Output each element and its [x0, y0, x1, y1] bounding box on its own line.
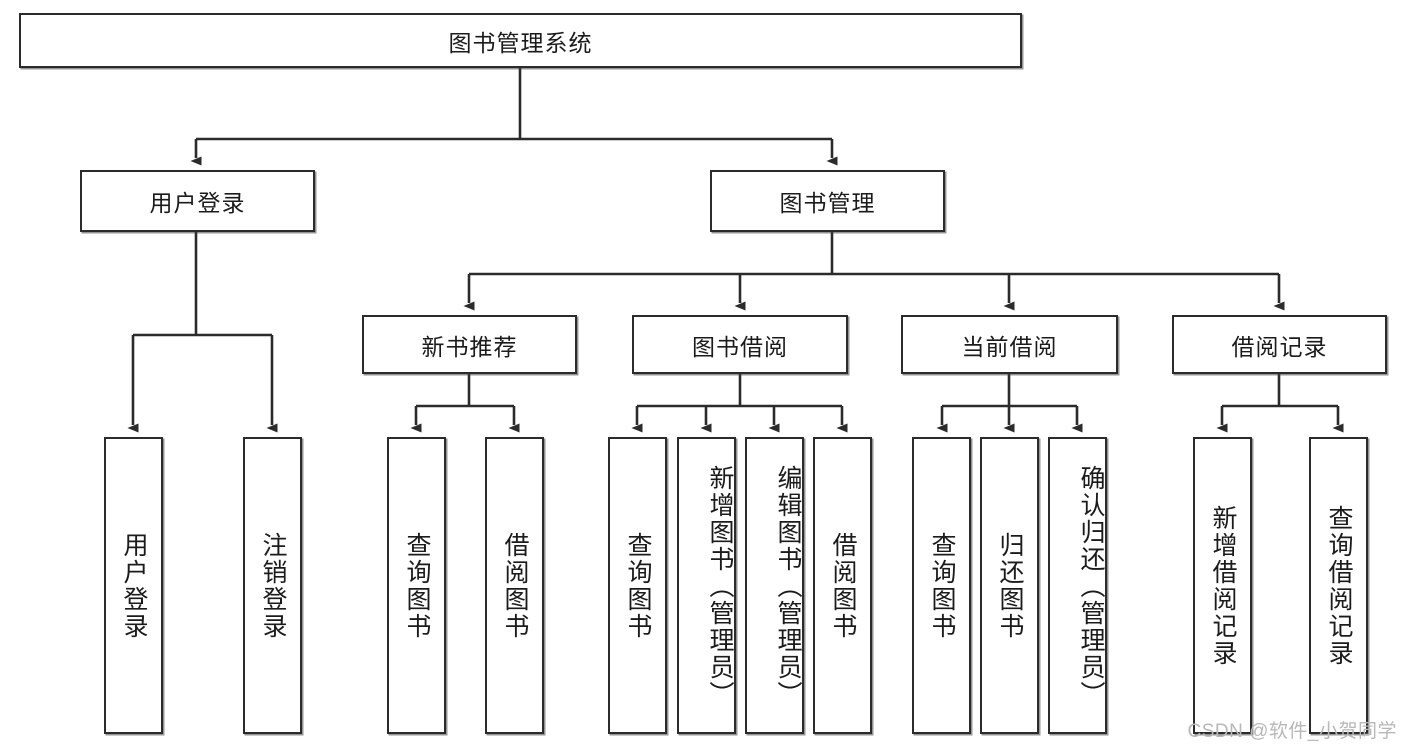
node-label: 注销登录: [259, 531, 287, 640]
node-new-book-recommend[interactable]: 新书推荐: [362, 315, 577, 374]
leaf-edit-book-admin[interactable]: 编辑图书（管理员）: [745, 437, 804, 734]
leaf-logout-login[interactable]: 注销登录: [243, 437, 302, 734]
leaf-user-login[interactable]: 用户登录: [104, 437, 163, 734]
node-label: 图书管理系统: [448, 29, 593, 56]
leaf-query-borrow-record[interactable]: 查询借阅记录: [1309, 437, 1368, 734]
leaf-return-book[interactable]: 归还图书: [980, 437, 1039, 734]
node-label: 当前借阅: [961, 333, 1058, 360]
node-book-borrow[interactable]: 图书借阅: [632, 315, 848, 374]
node-label: 编辑图书（管理员）: [774, 465, 802, 708]
leaf-borrow-book-rec[interactable]: 借阅图书: [485, 437, 544, 734]
node-label: 借阅图书: [829, 531, 857, 640]
node-borrow-record[interactable]: 借阅记录: [1172, 315, 1387, 374]
node-label: 图书借阅: [692, 333, 788, 360]
node-book-manage[interactable]: 图书管理: [710, 170, 945, 232]
node-label: 归还图书: [996, 531, 1024, 640]
node-label: 确认归还（管理员）: [1077, 465, 1105, 708]
node-label: 查询图书: [403, 531, 431, 640]
node-label: 借阅图书: [501, 531, 529, 640]
node-label: 用户登录: [120, 531, 148, 640]
leaf-query-book-current[interactable]: 查询图书: [912, 437, 971, 734]
leaf-query-book-rec[interactable]: 查询图书: [387, 437, 446, 734]
node-label: 新书推荐: [421, 333, 518, 360]
node-label: 查询图书: [928, 531, 956, 640]
node-label: 新增图书（管理员）: [706, 465, 734, 708]
node-label: 用户登录: [149, 190, 246, 216]
node-label: 查询图书: [624, 531, 652, 640]
leaf-borrow-book[interactable]: 借阅图书: [813, 437, 872, 734]
node-label: 查询借阅记录: [1325, 504, 1353, 667]
watermark-text: CSDN @软件_小贺同学: [1187, 721, 1397, 742]
node-label: 新增借阅记录: [1209, 504, 1237, 667]
node-current-borrow[interactable]: 当前借阅: [901, 315, 1118, 374]
leaf-query-book-borrow[interactable]: 查询图书: [608, 437, 667, 734]
leaf-confirm-return-admin[interactable]: 确认归还（管理员）: [1048, 437, 1107, 734]
node-user-login[interactable]: 用户登录: [80, 170, 315, 232]
node-root-system[interactable]: 图书管理系统: [19, 13, 1022, 68]
node-label: 借阅记录: [1231, 333, 1328, 360]
leaf-add-book-admin[interactable]: 新增图书（管理员）: [677, 437, 736, 734]
node-label: 图书管理: [779, 190, 876, 216]
leaf-add-borrow-record[interactable]: 新增借阅记录: [1193, 437, 1252, 734]
